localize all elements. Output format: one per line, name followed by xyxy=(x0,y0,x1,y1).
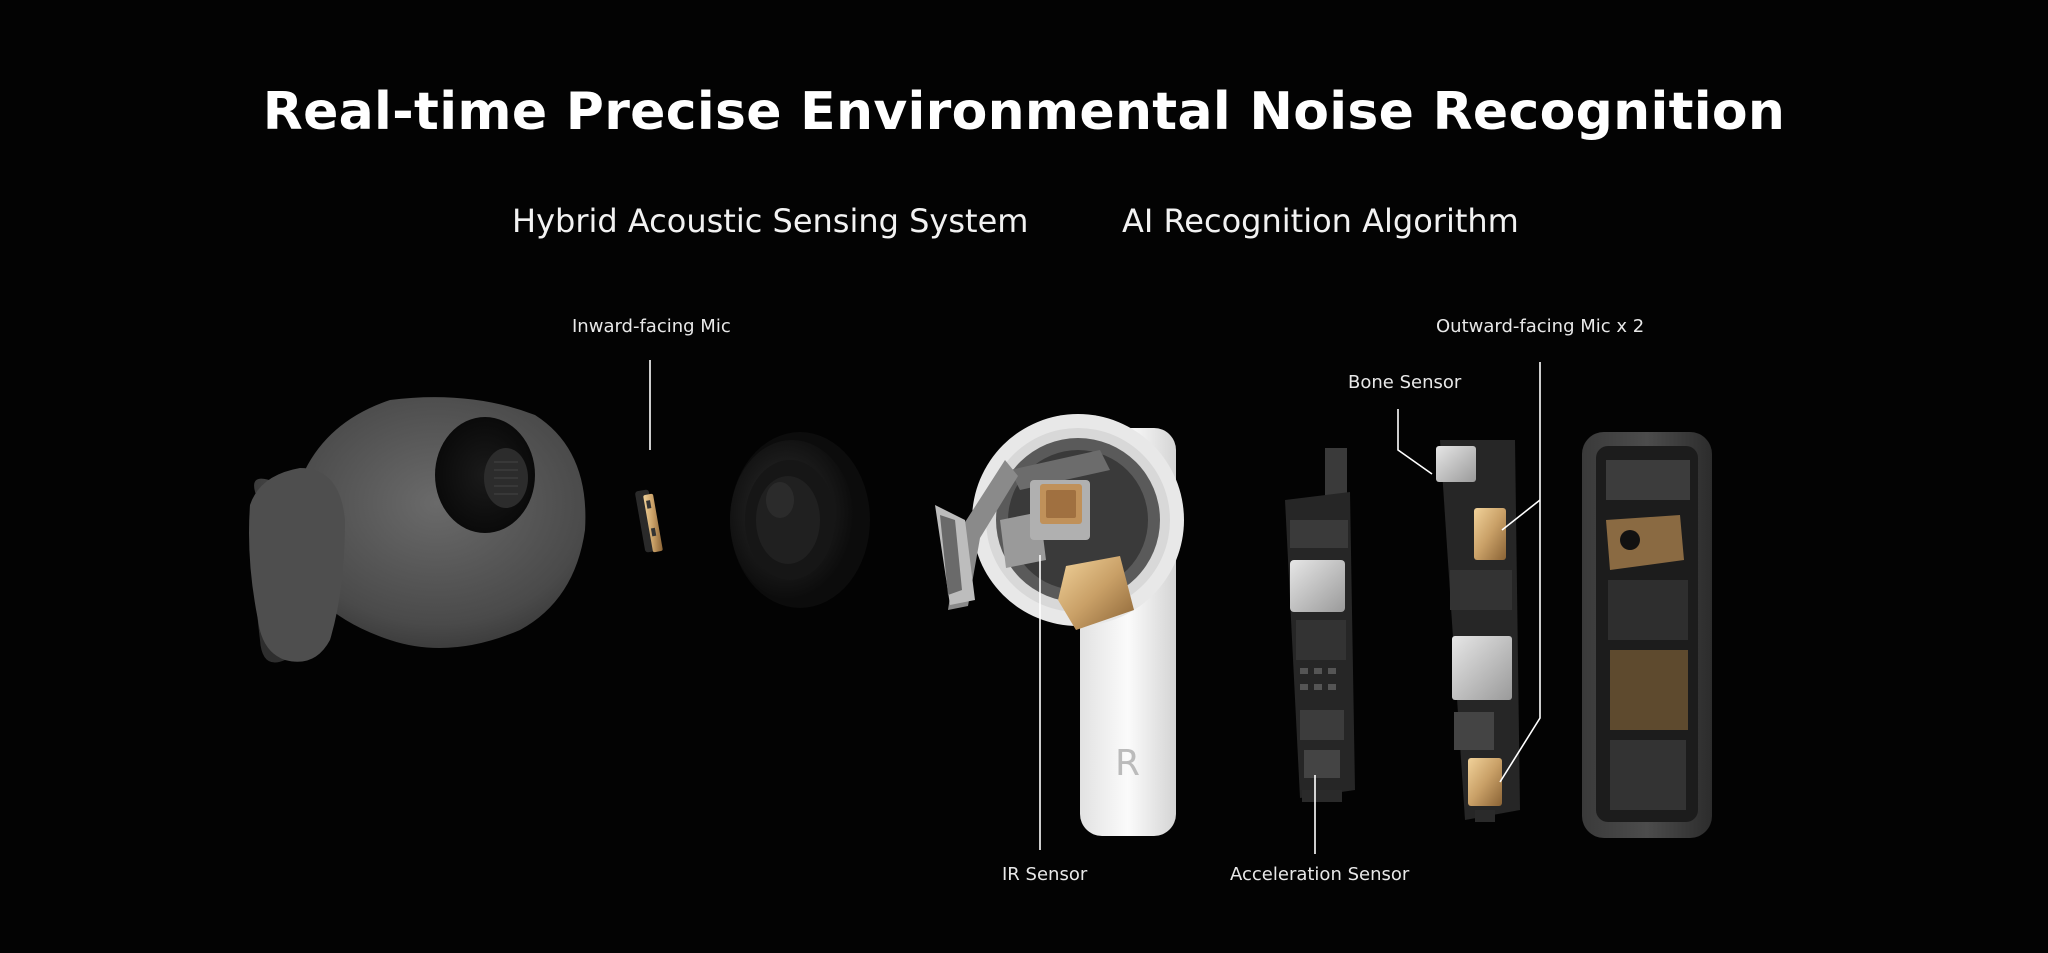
stem-housing xyxy=(1582,432,1712,838)
earbud-stem-letter: R xyxy=(1115,743,1140,784)
label-bone-sensor: Bone Sensor xyxy=(1348,372,1462,393)
callout-lines xyxy=(649,360,1541,854)
pcb-right-board xyxy=(1436,440,1520,822)
speaker-driver xyxy=(730,432,870,608)
pcb-left-board xyxy=(1285,448,1355,802)
subtitle-ai-recognition: AI Recognition Algorithm xyxy=(1122,202,1519,240)
silicone-ear-tip xyxy=(249,397,586,663)
subtitle-hybrid-acoustic: Hybrid Acoustic Sensing System xyxy=(512,202,1029,240)
label-outward-facing-mic: Outward-facing Mic x 2 xyxy=(1436,316,1645,337)
label-inward-facing-mic: Inward-facing Mic xyxy=(572,316,731,337)
inward-mic-component xyxy=(635,489,663,553)
label-ir-sensor: IR Sensor xyxy=(1002,864,1088,885)
page-title: Real-time Precise Environmental Noise Re… xyxy=(262,82,1786,142)
label-acceleration-sensor: Acceleration Sensor xyxy=(1230,864,1410,885)
earbud-shell: R xyxy=(935,414,1184,836)
